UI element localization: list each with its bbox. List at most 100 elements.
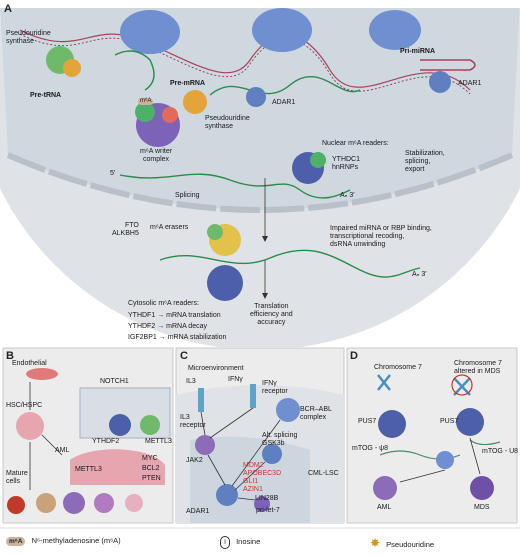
bcr-abl-label: BCR–ABL complex <box>300 406 332 422</box>
pus7-right-label: PUS7 <box>440 418 459 425</box>
mettl3-top-label: METTL3 <box>145 438 172 445</box>
inosine-legend-label: Inosine <box>236 537 261 546</box>
m6a-tag-writer: m⁶A <box>138 98 154 105</box>
chromosome-7-mds-icon <box>453 377 471 396</box>
gsk3b-protein <box>262 444 282 464</box>
pre-trna-label: Pre-tRNA <box>30 92 62 99</box>
target-apobec3d: APOBEC3D <box>243 470 282 477</box>
panel-d-letter: D <box>350 350 358 362</box>
notch1-label: NOTCH1 <box>100 378 129 385</box>
arrow-icon: → <box>157 312 167 319</box>
ifn-receptor <box>250 384 256 408</box>
mature-cell-1 <box>7 496 25 514</box>
writer-complex-label: m⁶A writer complex <box>140 148 173 164</box>
mettl3-top-protein <box>140 415 160 435</box>
polymerase-3 <box>369 10 421 50</box>
il3-label: IL3 <box>186 378 196 385</box>
pus7-right-protein <box>456 408 484 436</box>
polymerase-1 <box>120 10 180 54</box>
hsc-cell <box>16 412 44 440</box>
hsc-label: HSC/HSPC <box>6 402 43 409</box>
target-gli1: GLI1 <box>243 478 259 485</box>
chromosome-7-mds-label: Chromosome 7 altered in MDS <box>454 360 502 376</box>
dna-strand <box>19 29 471 91</box>
endothelial-label: Endothelial <box>12 360 47 367</box>
cytosolic-reader-protein <box>207 265 243 301</box>
arrow-icon: → <box>157 323 167 330</box>
mature-cell-5 <box>125 494 143 512</box>
reader-name: IGF2BP1 <box>128 334 157 341</box>
jak2-label: JAK2 <box>186 457 203 464</box>
adar1-right-protein <box>429 71 451 93</box>
reader-effect: mRNA translation <box>166 312 221 319</box>
m6a-erasers-label: m⁶A erasers <box>150 224 189 231</box>
impaired-label: Impaired miRNA or RBP binding, transcrip… <box>330 225 432 249</box>
m6a-legend-icon: m⁶A <box>6 537 26 546</box>
reader-row: IGF2BP1 → mRNA stabilization <box>128 334 226 342</box>
mettl3-aml-label: METTL3 <box>75 466 102 473</box>
target-myc: MYC <box>142 455 158 462</box>
target-mdm2: MDM2 <box>243 462 264 469</box>
cytosolic-readers-title: Cytosolic m⁶A readers: <box>128 300 199 307</box>
ythdc1-label: YTHDC1 hnRNPs <box>332 156 361 172</box>
mature-cell-2 <box>36 493 56 513</box>
ifn-receptor-label: IFNγ receptor <box>262 380 288 396</box>
ythdf2-label: YTHDF2 <box>92 438 120 445</box>
lin28b-label: LIN28B <box>255 495 279 502</box>
translation-label: Translation efficiency and accuracy <box>250 303 293 327</box>
aml-cell-d <box>373 476 397 500</box>
mature-cells-label: Mature cells <box>6 470 28 486</box>
adar1-c-protein <box>216 484 238 506</box>
target-bcl2: BCL2 <box>142 465 160 472</box>
pre-mrna-label: Pre-mRNA <box>170 80 206 87</box>
pri-let7-label: pri-let-7 <box>256 507 280 514</box>
adar1-c-label: ADAR1 <box>186 508 210 515</box>
bcr-abl-protein <box>276 398 300 422</box>
panel-c-letter: C <box>180 350 188 362</box>
arrow-icon: → <box>158 334 168 341</box>
reader-row: YTHDF1 → mRNA translation <box>128 312 221 320</box>
aml-b-label: AML <box>55 447 70 454</box>
microenvironment-label: Microenvironment <box>188 365 244 372</box>
reader-effect: mRNA decay <box>166 323 207 330</box>
nuclear-readers-title: Nuclear m⁶A readers: <box>322 140 389 147</box>
mds-d-label: MDS <box>474 504 490 511</box>
mtog-u-label: mTOG - U8 <box>482 448 519 455</box>
splicing-label: Splicing <box>175 192 200 199</box>
mature-cell-3 <box>63 492 85 514</box>
pseudouridine-star-icon: ✸ <box>370 536 381 550</box>
adar1-center-protein <box>246 87 266 107</box>
pus7-left-label: PUS7 <box>358 418 377 425</box>
pseudouridine-synthase-label: Pseudouridine synthase <box>6 30 51 46</box>
poly-a-label-nucleus: Aₙ 3′ <box>340 192 355 199</box>
il3-receptor-label: IL3 receptor <box>180 414 206 430</box>
mds-cell-d <box>470 476 494 500</box>
poly-a-label-cytoplasm: Aₙ 3′ <box>412 271 427 278</box>
pus7-left-protein <box>378 410 406 438</box>
adar1-right-label: ADAR1 <box>458 80 482 87</box>
reader-effect: mRNA stabilization <box>167 334 227 341</box>
chromosome-7-label: Chromosome 7 <box>374 364 422 371</box>
pri-mirna-label: Pri-miRNA <box>400 48 436 55</box>
reader-name: YTHDF1 <box>128 312 156 319</box>
aml-cells <box>70 449 165 485</box>
mtog-psi-label: mTOG - ψ8 <box>352 445 388 452</box>
il3-receptor <box>198 388 204 412</box>
inosine-legend-icon: I <box>220 536 230 549</box>
endothelial-cell <box>26 368 58 380</box>
legend-inosine: I Inosine <box>220 536 260 549</box>
ifn-label: IFNγ <box>228 376 243 383</box>
panel-a-letter: A <box>4 3 12 15</box>
legend-pseudouridine: ✸ Pseudouridine <box>370 536 434 550</box>
target-pten: PTEN <box>142 475 161 482</box>
adar1-center-label: ADAR1 <box>272 99 296 106</box>
fto-alkbh5-label: FTO ALKBH5 <box>112 222 139 238</box>
five-prime-label: 5′ <box>110 170 116 177</box>
pseudouridine-synthase-center-protein <box>183 90 207 114</box>
stabilization-label: Stabilization, splicing, export <box>405 150 445 174</box>
ythdf2-protein <box>109 414 131 436</box>
pseudouridine-legend-label: Pseudouridine <box>386 540 435 549</box>
aml-d-label: AML <box>377 504 392 511</box>
panel-b-letter: B <box>6 350 14 362</box>
lin28b-protein <box>254 496 270 512</box>
